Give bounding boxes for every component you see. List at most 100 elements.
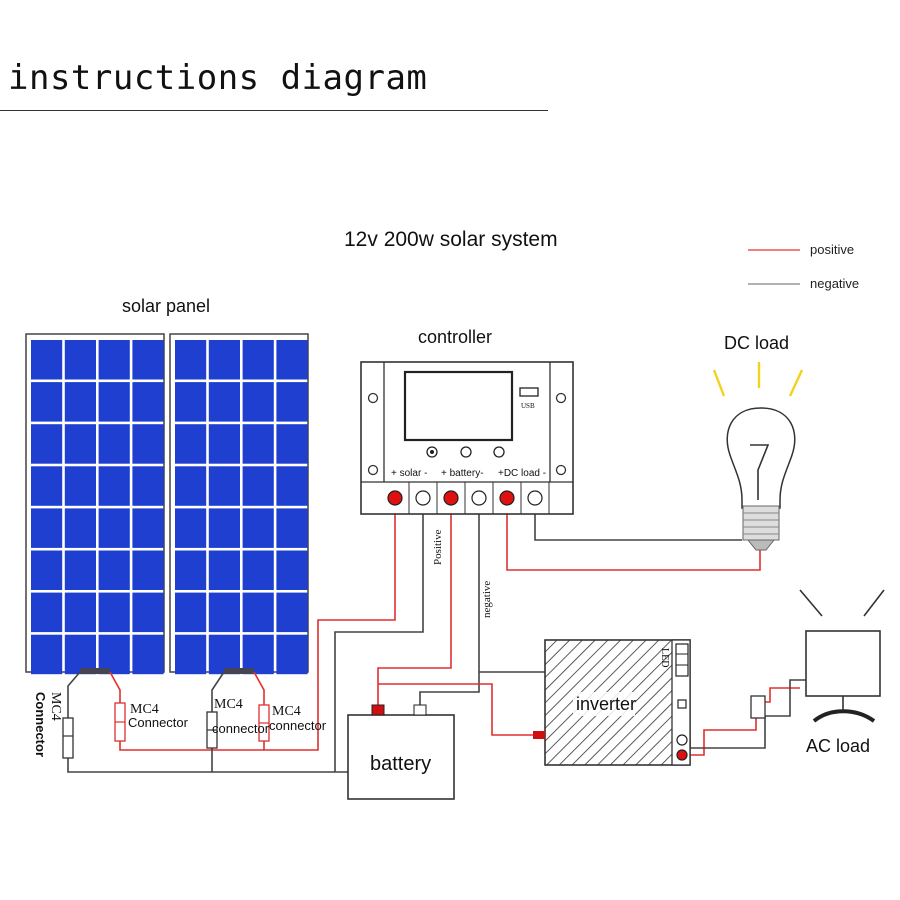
- mc4-connector-left: [62, 717, 74, 759]
- mc4-connector-mid-right: [206, 711, 218, 749]
- solar-cell: [64, 424, 96, 464]
- solar-panel-right: [169, 333, 309, 675]
- solar-cell: [242, 424, 274, 464]
- solar-cell: [175, 340, 207, 380]
- solar-cell: [132, 382, 164, 422]
- inverter-label: inverter: [576, 694, 636, 714]
- solar-cell: [98, 634, 130, 675]
- mc4-left-label: MC4 Connector: [33, 692, 63, 757]
- inverter-led-label: LED: [659, 648, 670, 667]
- solar-cell: [242, 508, 274, 548]
- solar-cell: [208, 508, 240, 548]
- negative-wire-label: negative: [481, 581, 493, 618]
- mc4-connector-right: [258, 704, 270, 742]
- solar-cell: [242, 466, 274, 506]
- solar-cell: [208, 466, 240, 506]
- solar-cell: [242, 634, 274, 675]
- usb-label: USB: [521, 402, 535, 410]
- controller-label: controller: [418, 327, 492, 347]
- solar-cell: [98, 382, 130, 422]
- solar-cell: [98, 466, 130, 506]
- inverter-output-positive: [676, 749, 688, 761]
- light-bulb-icon: [726, 407, 796, 551]
- ac-fuse: [750, 695, 766, 719]
- solar-cell: [276, 466, 308, 506]
- solar-cell: [175, 550, 207, 590]
- terminal-dcload-negative: [527, 490, 543, 506]
- solar-cell: [132, 424, 164, 464]
- light-rays: [712, 362, 804, 397]
- mc4-connector-mid-left: [114, 702, 126, 742]
- usb-port: [519, 387, 539, 397]
- battery-negative-terminal: [413, 704, 427, 716]
- solar-cell: [31, 340, 63, 380]
- positive-wire-label: Positive: [432, 529, 444, 565]
- system-title: 12v 200w solar system: [344, 228, 558, 251]
- solar-cell: [208, 424, 240, 464]
- solar-cell: [242, 550, 274, 590]
- solar-cell: [31, 382, 63, 422]
- solar-cell: [276, 550, 308, 590]
- solar-cell: [175, 424, 207, 464]
- page-title: instructions diagram: [8, 58, 428, 98]
- solar-cell: [31, 550, 63, 590]
- junction-box: [224, 668, 254, 674]
- mounting-hole: [367, 464, 379, 476]
- solar-cell: [276, 508, 308, 548]
- junction-box: [80, 668, 110, 674]
- legend: positive negative: [748, 242, 859, 291]
- solar-cell: [64, 592, 96, 633]
- inverter-output-negative: [676, 734, 688, 746]
- solar-cell: [31, 508, 63, 548]
- solar-cell: [208, 634, 240, 675]
- ac-load-monitor: [799, 589, 885, 723]
- solar-cell: [132, 550, 164, 590]
- solar-cell: [276, 592, 308, 633]
- solar-cell: [132, 508, 164, 548]
- ac-load-label: AC load: [806, 736, 870, 756]
- lcd-display: [403, 370, 514, 442]
- solar-cell: [98, 340, 130, 380]
- terminal-dcload-label: +DC load -: [498, 468, 546, 479]
- battery-positive-terminal: [371, 704, 385, 716]
- terminal-battery-label: + battery-: [441, 468, 484, 479]
- solar-cell: [64, 340, 96, 380]
- terminal-solar-positive: [387, 490, 403, 506]
- solar-cell: [208, 382, 240, 422]
- solar-cell: [98, 592, 130, 633]
- solar-cell: [276, 634, 308, 675]
- inverter-input-positive: [533, 731, 545, 739]
- dc-load-label: DC load: [724, 333, 789, 353]
- solar-cell: [64, 550, 96, 590]
- legend-negative-label: negative: [810, 276, 859, 291]
- solar-cell: [98, 424, 130, 464]
- solar-cell: [208, 592, 240, 633]
- charge-controller: USB + solar - + battery- +DC load -: [360, 361, 574, 515]
- solar-cell: [175, 466, 207, 506]
- solar-cell: [276, 340, 308, 380]
- terminal-solar-label: + solar -: [391, 468, 427, 479]
- solar-cell: [132, 340, 164, 380]
- legend-positive-label: positive: [810, 242, 854, 257]
- terminal-solar-negative: [415, 490, 431, 506]
- inverter-switch: [677, 699, 687, 709]
- control-button: [460, 446, 472, 458]
- solar-cell: [242, 592, 274, 633]
- solar-cell: [175, 592, 207, 633]
- solar-cell: [276, 382, 308, 422]
- mc4-c-label-2: connector: [212, 721, 270, 736]
- solar-cell: [31, 592, 63, 633]
- solar-cell: [242, 382, 274, 422]
- solar-cell: [64, 508, 96, 548]
- battery-label: battery: [370, 753, 431, 775]
- terminal-dcload-positive: [499, 490, 515, 506]
- mc4-r-label-1: MC4: [272, 704, 301, 719]
- control-button: [493, 446, 505, 458]
- solar-cell: [98, 550, 130, 590]
- mc4-r-label-2: connector: [269, 718, 327, 733]
- solar-cell: [64, 382, 96, 422]
- solar-cell: [175, 634, 207, 675]
- solar-cell: [276, 424, 308, 464]
- svg-text:MC4: MC4: [48, 692, 63, 721]
